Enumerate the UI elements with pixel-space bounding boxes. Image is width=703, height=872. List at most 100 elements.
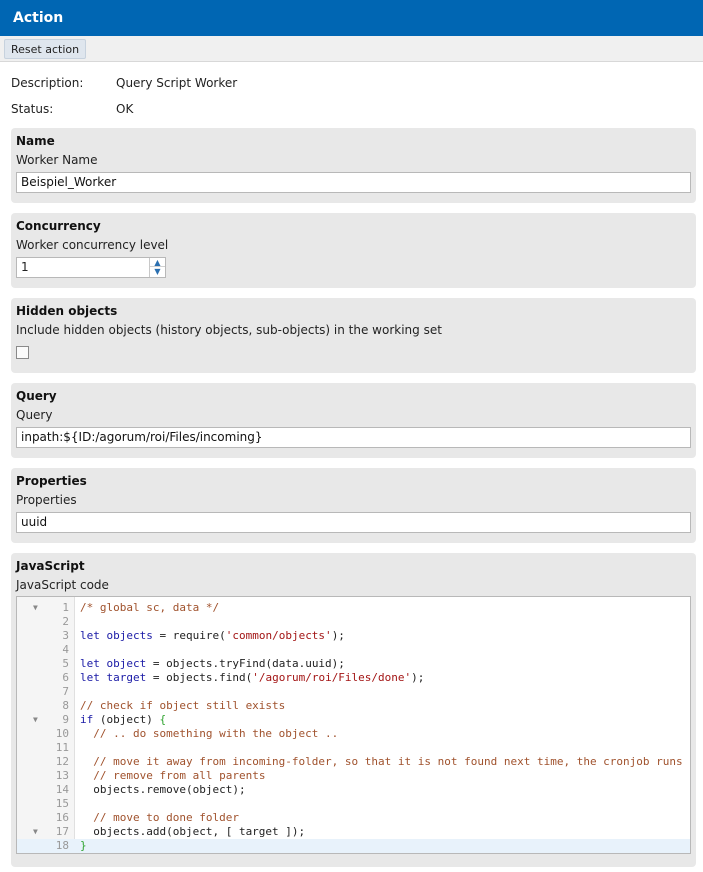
- code-token-keyword: let: [80, 629, 100, 642]
- code-token-plain: [80, 727, 93, 740]
- stepper-up-icon[interactable]: ▲: [150, 258, 165, 267]
- code-line[interactable]: 13 // remove from all parents: [17, 769, 690, 783]
- line-number: 17: [55, 825, 69, 838]
- panel-title: Name: [16, 134, 55, 148]
- worker-name-input[interactable]: Beispiel_Worker: [16, 172, 691, 193]
- code-line[interactable]: ▼ 9 if (object) {: [17, 713, 690, 727]
- code-token-plain: = require(: [152, 629, 226, 642]
- concurrency-value: 1: [21, 260, 29, 274]
- query-input[interactable]: inpath:${ID:/agorum/roi/Files/incoming}: [16, 427, 691, 448]
- code-token-plain: = objects.find(: [146, 671, 253, 684]
- code-text: // move to done folder: [80, 811, 239, 825]
- field-label: Properties: [16, 493, 77, 507]
- code-token-bracket: {: [159, 713, 167, 726]
- code-token-plain: = objects.tryFind(data.uuid);: [146, 657, 345, 670]
- code-text: // remove from all parents: [80, 769, 265, 783]
- fold-triangle-icon[interactable]: ▼: [33, 715, 38, 724]
- properties-input[interactable]: uuid: [16, 512, 691, 533]
- javascript-panel: JavaScript JavaScript code ▼1/* global s…: [11, 553, 696, 867]
- code-token-plain: objects.remove(object);: [80, 783, 246, 796]
- line-number: 16: [55, 811, 69, 824]
- code-text: // check if object still exists: [80, 699, 285, 713]
- field-label: Include hidden objects (history objects,…: [16, 323, 442, 337]
- field-label: JavaScript code: [16, 578, 109, 592]
- code-token-plain: objects.add(object, [ target ]);: [80, 825, 306, 838]
- code-text: // .. do something with the object ..: [80, 727, 338, 741]
- window-title: Action: [0, 0, 703, 36]
- code-text: // move it away from incoming-folder, so…: [80, 755, 683, 769]
- line-number: 3: [62, 629, 69, 642]
- code-token-comment: // remove from all parents: [93, 769, 266, 782]
- line-number: 18: [55, 839, 69, 852]
- stepper-down-icon[interactable]: ▼: [154, 267, 161, 276]
- code-line[interactable]: ▼1/* global sc, data */: [17, 601, 690, 615]
- include-hidden-checkbox[interactable]: [16, 346, 29, 359]
- info-section: Description: Query Script Worker Status:…: [0, 62, 703, 128]
- fold-triangle-icon[interactable]: ▼: [33, 603, 38, 612]
- code-token-comment: // check if object still exists: [80, 699, 286, 712]
- line-number: 4: [62, 643, 69, 656]
- code-line[interactable]: 2: [17, 615, 690, 629]
- line-number: 7: [62, 685, 69, 698]
- field-label: Worker concurrency level: [16, 238, 169, 252]
- line-number: 10: [55, 727, 69, 740]
- concurrency-stepper[interactable]: 1 ▲ ▼: [16, 257, 166, 278]
- code-line[interactable]: 12 // move it away from incoming-folder,…: [17, 755, 690, 769]
- code-token-variable: target: [106, 671, 147, 684]
- code-text: let target = objects.find('/agorum/roi/F…: [80, 671, 424, 685]
- reset-action-button[interactable]: Reset action: [4, 39, 87, 59]
- code-line[interactable]: 6 let target = objects.find('/agorum/roi/…: [17, 671, 690, 685]
- code-line[interactable]: 15: [17, 797, 690, 811]
- line-number: 12: [55, 755, 69, 768]
- code-token-comment: // move it away from incoming-folder, so…: [93, 755, 683, 768]
- editor-gutter: [17, 597, 75, 853]
- fold-triangle-icon[interactable]: ▼: [33, 827, 38, 836]
- code-line[interactable]: ▼ 17 objects.add(object, [ target ]);: [17, 825, 690, 839]
- code-token-plain: [80, 811, 93, 824]
- description-label: Description:: [11, 76, 84, 90]
- code-token-plain: [100, 671, 107, 684]
- code-line[interactable]: 18}: [17, 839, 690, 853]
- code-token-comment: // .. do something with the object ..: [93, 727, 339, 740]
- concurrency-panel: Concurrency Worker concurrency level 1 ▲…: [11, 213, 696, 288]
- line-number: 6: [62, 671, 69, 684]
- query-panel: Query Query inpath:${ID:/agorum/roi/File…: [11, 383, 696, 458]
- code-line[interactable]: 4: [17, 643, 690, 657]
- code-line[interactable]: 10 // .. do something with the object ..: [17, 727, 690, 741]
- code-line[interactable]: 8// check if object still exists: [17, 699, 690, 713]
- code-token-plain: );: [331, 629, 345, 642]
- code-token-plain: [80, 755, 93, 768]
- code-line[interactable]: 11: [17, 741, 690, 755]
- line-number: 14: [55, 783, 69, 796]
- code-line[interactable]: 5 let object = objects.tryFind(data.uuid)…: [17, 657, 690, 671]
- code-token-keyword: if: [80, 713, 94, 726]
- line-number: 15: [55, 797, 69, 810]
- description-value: Query Script Worker: [116, 76, 238, 90]
- code-token-plain: [100, 657, 107, 670]
- code-text: let objects = require('common/objects');: [80, 629, 345, 643]
- code-token-plain: [100, 629, 107, 642]
- code-text: if (object) {: [80, 713, 166, 727]
- panel-title: Query: [16, 389, 57, 403]
- code-token-keyword: let: [80, 657, 100, 670]
- properties-panel: Properties Properties uuid: [11, 468, 696, 543]
- code-line[interactable]: 3 let objects = require('common/objects')…: [17, 629, 690, 643]
- code-line[interactable]: 7: [17, 685, 690, 699]
- code-token-plain: );: [411, 671, 425, 684]
- line-number: 2: [62, 615, 69, 628]
- field-label: Worker Name: [16, 153, 98, 167]
- panel-title: Concurrency: [16, 219, 101, 233]
- line-number: 5: [62, 657, 69, 670]
- status-value: OK: [116, 102, 134, 116]
- code-token-comment: // move to done folder: [93, 811, 239, 824]
- field-label: Query: [16, 408, 53, 422]
- code-text: let object = objects.tryFind(data.uuid);: [80, 657, 345, 671]
- code-token-bracket: }: [80, 839, 87, 852]
- line-number: 9: [62, 713, 69, 726]
- panel-title: Properties: [16, 474, 87, 488]
- code-line[interactable]: 16 // move to done folder: [17, 811, 690, 825]
- code-line[interactable]: 14 objects.remove(object);: [17, 783, 690, 797]
- name-panel: Name Worker Name Beispiel_Worker: [11, 128, 696, 203]
- code-token-string: 'common/objects': [225, 629, 332, 642]
